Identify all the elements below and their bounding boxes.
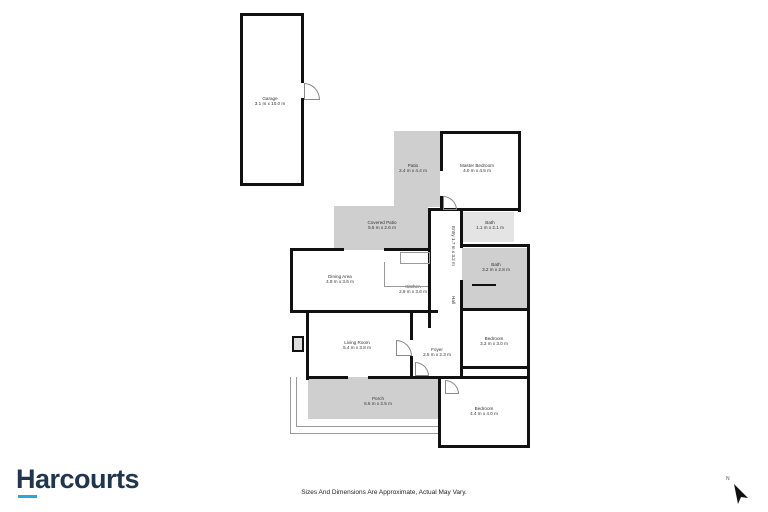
- room-label-hall: Hall: [451, 296, 456, 304]
- harcourts-logo: Harcourts: [16, 464, 140, 494]
- north-arrow-icon: N: [726, 476, 752, 504]
- covered-patio-area: [334, 206, 428, 250]
- patio-area: [394, 131, 440, 207]
- bath-area: [462, 248, 528, 308]
- room-label-entry: Entry 1.7 m x 3.2 m: [451, 226, 456, 266]
- disclaimer-text: Sizes And Dimensions Are Approximate, Ac…: [301, 489, 467, 496]
- bath-small-area: [462, 212, 514, 242]
- porch-area: [308, 377, 438, 419]
- logo-accent-bar: [18, 495, 37, 498]
